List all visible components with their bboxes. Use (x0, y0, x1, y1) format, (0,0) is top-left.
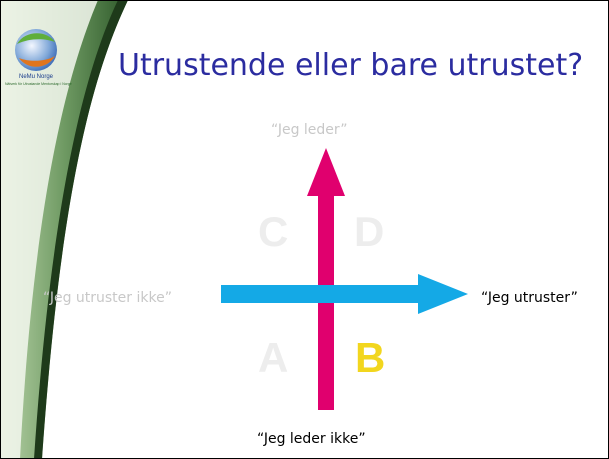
horizontal-arrow (221, 274, 468, 314)
axis-label-top: “Jeg leder” (271, 122, 348, 138)
logo-name: NeMu Norge (18, 74, 53, 80)
quadrant-a-letter: A (258, 334, 289, 381)
quadrant-c-letter: C (258, 208, 289, 255)
vertical-arrow (307, 148, 345, 410)
axis-label-right: “Jeg utruster” (481, 290, 578, 306)
light-overlay (0, 0, 98, 459)
axis-label-left: “Jeg utruster ikke” (43, 290, 172, 306)
quadrant-d-letter: D (354, 208, 385, 255)
logo-mark-icon (15, 29, 57, 71)
dark-edge (34, 0, 128, 459)
quadrant-b-letter: B (355, 334, 386, 381)
logo-tagline: Nätverk för Utrustande Mentorskap i Norg… (5, 82, 72, 86)
axis-label-bottom: “Jeg leder ikke” (257, 431, 366, 447)
logo: NeMu Norge Nätverk för Utrustande Mentor… (3, 20, 72, 92)
slide-title: Utrustende eller bare utrustet? (118, 48, 584, 83)
